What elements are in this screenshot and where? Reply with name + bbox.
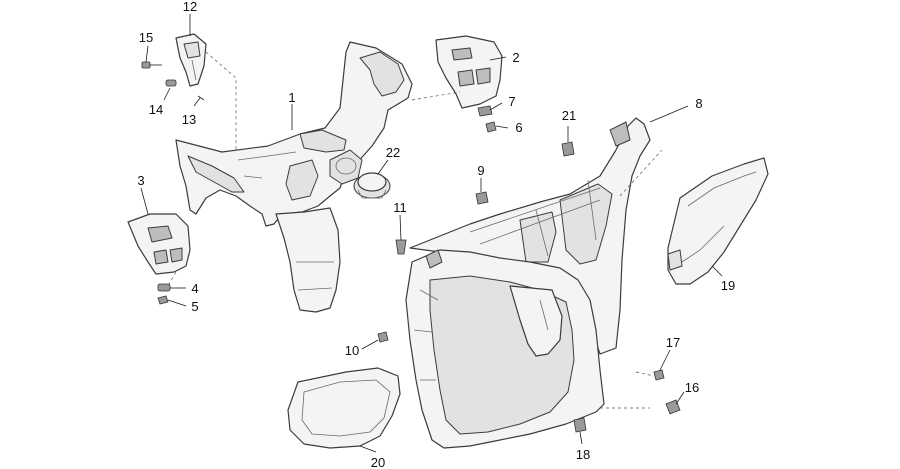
screw-16 bbox=[665, 399, 681, 415]
part-8-inner-shield bbox=[409, 117, 651, 355]
part-legshield-body bbox=[405, 249, 605, 449]
part-22-ring bbox=[353, 172, 391, 199]
clip-21 bbox=[561, 141, 575, 157]
callout-7: 7 bbox=[508, 94, 515, 109]
callout-5: 5 bbox=[191, 299, 198, 314]
callout-11: 11 bbox=[393, 200, 407, 215]
callout-4: 4 bbox=[191, 281, 198, 296]
callout-13: 13 bbox=[182, 112, 196, 127]
callout-2: 2 bbox=[512, 50, 519, 65]
part-19-side-panel bbox=[667, 157, 769, 285]
callout-1: 1 bbox=[288, 90, 295, 105]
callout-22: 22 bbox=[386, 145, 400, 160]
clip-9 bbox=[475, 191, 489, 205]
callout-21: 21 bbox=[562, 108, 576, 123]
callout-17: 17 bbox=[666, 335, 680, 350]
clip-7 bbox=[477, 105, 493, 117]
callout-3: 3 bbox=[137, 173, 144, 188]
callout-18: 18 bbox=[576, 447, 590, 462]
callout-20: 20 bbox=[371, 455, 385, 469]
screw-17 bbox=[653, 369, 665, 381]
callout-15: 15 bbox=[139, 30, 153, 45]
callout-6: 6 bbox=[515, 120, 522, 135]
part-1-front-handlebar-cover bbox=[175, 41, 413, 313]
pin-14 bbox=[165, 79, 177, 87]
part-2-right-switch-housing bbox=[435, 35, 503, 109]
part-20-glovebox-door bbox=[287, 367, 401, 449]
screw-15 bbox=[141, 61, 162, 69]
screw-5 bbox=[157, 295, 169, 305]
callout-labels: 1 2 3 4 5 6 7 8 9 10 11 12 13 14 15 16 1… bbox=[137, 0, 735, 469]
callout-16: 16 bbox=[685, 380, 699, 395]
nut-18 bbox=[573, 417, 587, 433]
leader-lines bbox=[140, 14, 723, 453]
part-12-clamp-assembly bbox=[175, 33, 207, 87]
callout-19: 19 bbox=[721, 278, 735, 293]
screw-6 bbox=[485, 121, 497, 133]
alignment-lines bbox=[167, 51, 663, 409]
bush-4 bbox=[157, 283, 171, 292]
part-3-left-switch-housing bbox=[127, 213, 191, 275]
callout-10: 10 bbox=[345, 343, 359, 358]
screw-11 bbox=[395, 239, 407, 255]
spring-13 bbox=[197, 95, 205, 101]
callout-8: 8 bbox=[695, 96, 702, 111]
callout-14: 14 bbox=[149, 102, 163, 117]
callout-9: 9 bbox=[477, 163, 484, 178]
screw-10 bbox=[377, 331, 389, 343]
callout-12: 12 bbox=[183, 0, 197, 14]
